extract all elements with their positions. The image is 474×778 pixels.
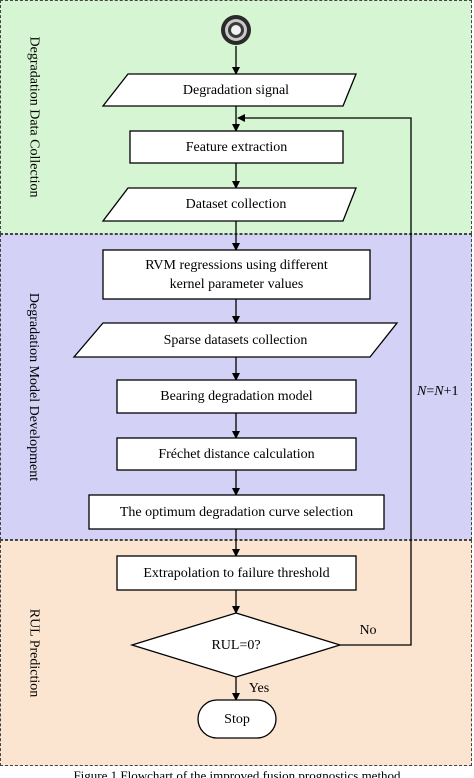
bearing-model-label: Bearing degradation model — [160, 389, 313, 404]
bearing-model-node — [116, 379, 357, 414]
frechet-distance-node — [116, 437, 357, 471]
yes-edge-label: Yes — [248, 680, 270, 696]
dataset-collection-node — [101, 187, 357, 222]
rvm-regression-node — [102, 249, 371, 300]
optimum-curve-node — [88, 494, 385, 530]
degradation-signal-node — [101, 73, 357, 107]
extrapolation-node — [116, 555, 357, 591]
optimum-curve-label: The optimum degradation curve selection — [119, 504, 354, 520]
stop-label: Stop — [224, 711, 250, 727]
rvm-regression-line1: RVM regressions using different — [145, 257, 328, 273]
rvm-regression-label: RVM regressions using different kernel p… — [103, 250, 370, 299]
sparse-datasets-label: Sparse datasets collection — [163, 332, 308, 348]
feature-extraction-label: Feature extraction — [185, 139, 288, 155]
rul-decision-label: RUL=0? — [211, 637, 261, 653]
dataset-collection-label: Dataset collection — [185, 197, 287, 212]
bearing-icon — [221, 15, 251, 45]
degradation-signal-label: Degradation signal — [182, 82, 290, 98]
figure-caption: Figure 1 Flowchart of the improved fusio… — [73, 768, 401, 778]
no-edge-label: No — [359, 622, 377, 638]
rul-decision-node — [129, 612, 343, 678]
stop-node — [197, 699, 277, 739]
frechet-distance-label: Fréchet distance calculation — [158, 446, 315, 462]
loop-counter-label: N=N+1 — [417, 384, 459, 399]
rvm-regression-line2: kernel parameter values — [169, 276, 304, 292]
extrapolation-label: Extrapolation to failure threshold — [143, 565, 330, 581]
sparse-datasets-node — [72, 322, 399, 358]
feature-extraction-node — [129, 130, 344, 164]
